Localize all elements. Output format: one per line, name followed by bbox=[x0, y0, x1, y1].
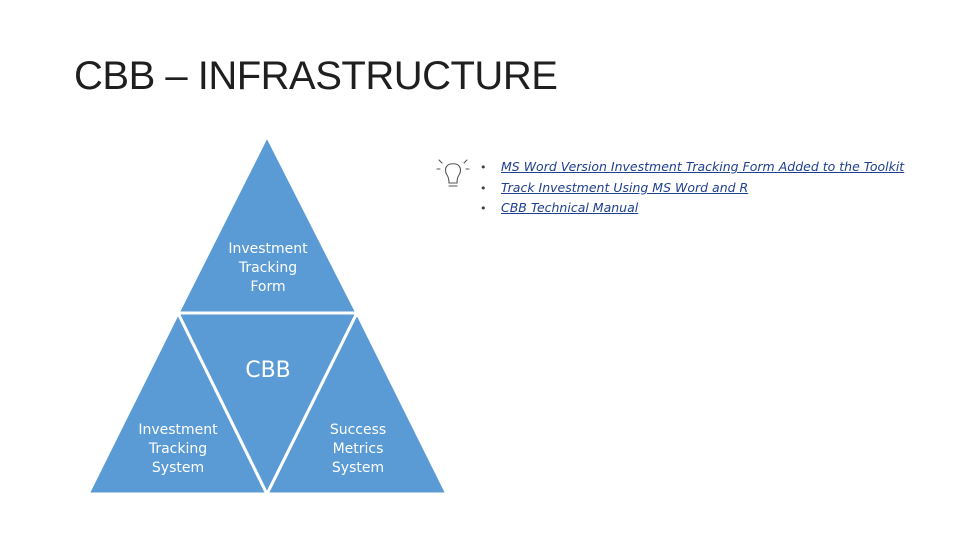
label-cbb: CBB bbox=[245, 358, 291, 383]
label-investment-tracking-form: Investment Tracking Form bbox=[228, 241, 308, 295]
list-item: • Track Investment Using MS Word and R bbox=[476, 178, 904, 199]
link-technical-manual[interactable]: CBB Technical Manual bbox=[501, 200, 639, 215]
label-success-metrics-system: Success Metrics System bbox=[329, 422, 387, 476]
links-list: • MS Word Version Investment Tracking Fo… bbox=[476, 157, 904, 219]
slide-title: CBB – INFRASTRUCTURE bbox=[74, 54, 558, 98]
lightbulb-icon bbox=[436, 159, 470, 187]
label-investment-tracking-system: Investment Tracking System bbox=[138, 422, 218, 476]
list-item: • MS Word Version Investment Tracking Fo… bbox=[476, 157, 904, 178]
segment-right bbox=[264, 309, 450, 496]
link-ms-word-form[interactable]: MS Word Version Investment Tracking Form… bbox=[501, 159, 905, 174]
bullet-icon: • bbox=[480, 181, 487, 195]
bullet-icon: • bbox=[480, 202, 487, 215]
bullet-icon: • bbox=[480, 161, 487, 174]
list-item: • CBB Technical Manual bbox=[476, 198, 904, 219]
link-track-investment[interactable]: Track Investment Using MS Word and R bbox=[501, 179, 749, 195]
